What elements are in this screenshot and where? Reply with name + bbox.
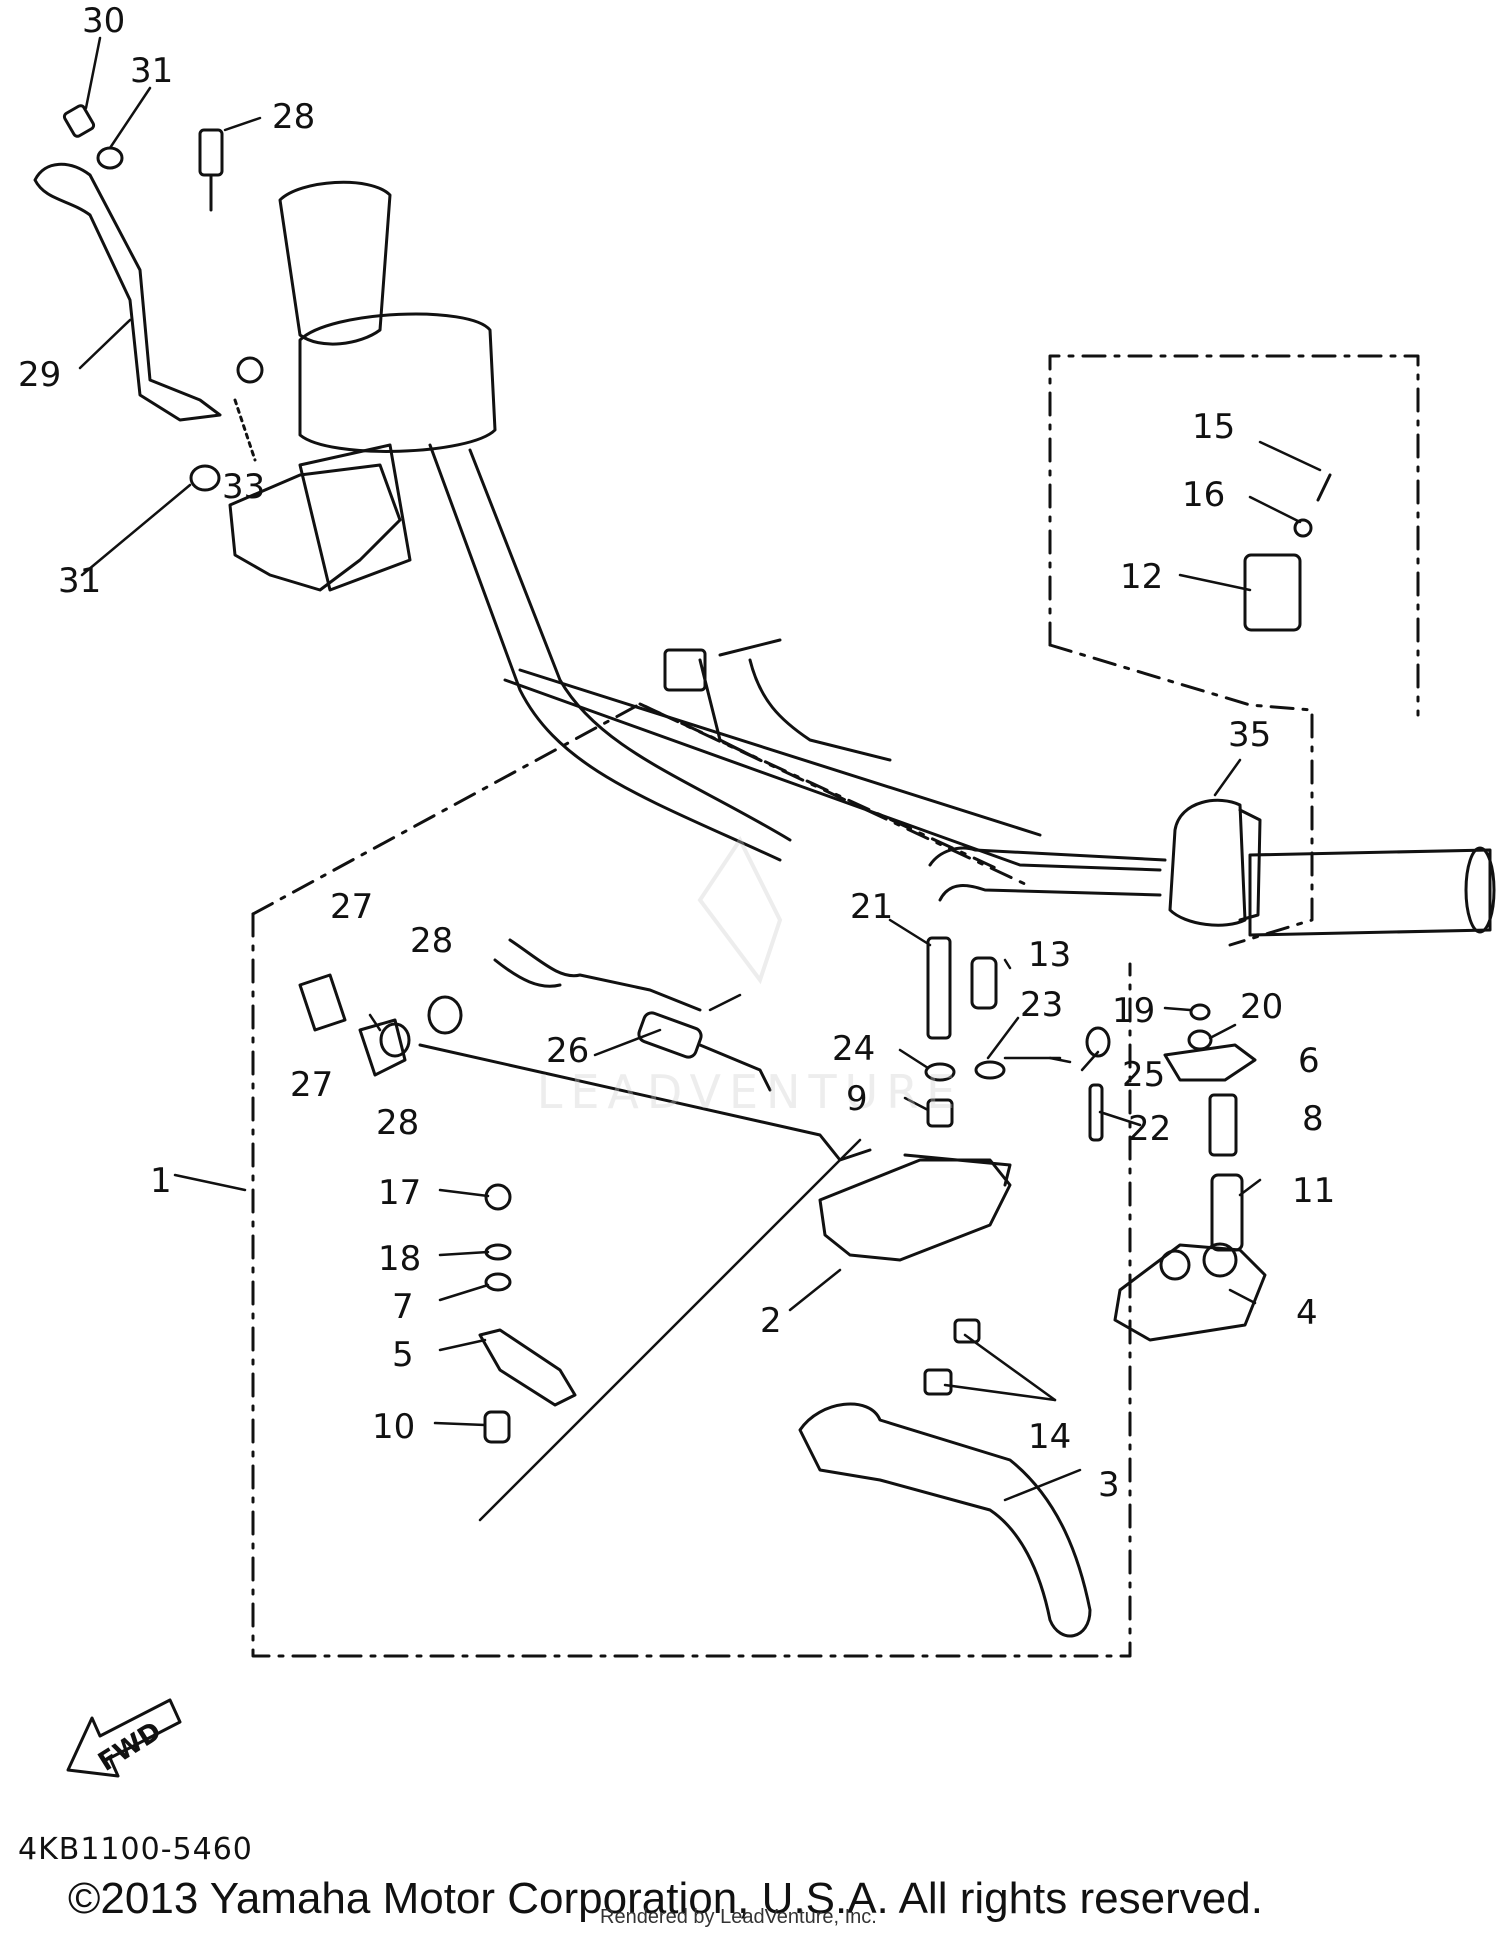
callout-27-top: 27 — [330, 887, 374, 927]
cable-adjusters — [298, 973, 463, 1077]
callout-14: 14 — [1028, 1417, 1072, 1457]
clutch-lever-assembly — [33, 104, 412, 592]
start-switch-assembly — [1168, 473, 1332, 927]
callout-20: 20 — [1240, 987, 1284, 1027]
callout-8: 8 — [1302, 1099, 1324, 1139]
callout-10: 10 — [372, 1407, 416, 1447]
callout-28-bottom: 28 — [376, 1103, 420, 1143]
handlebar — [278, 180, 1496, 937]
callout-9: 9 — [846, 1079, 868, 1119]
callout-22: 22 — [1128, 1109, 1172, 1149]
callout-2: 2 — [760, 1301, 782, 1341]
callout-13: 13 — [1028, 935, 1072, 975]
callout-4: 4 — [1296, 1293, 1318, 1333]
callout-18: 18 — [378, 1239, 422, 1279]
svg-text:LEADVENTURE: LEADVENTURE — [537, 1065, 964, 1119]
callout-26: 26 — [546, 1031, 590, 1071]
callout-28-top: 28 — [410, 921, 454, 961]
assembly-outline-main — [251, 702, 1132, 1658]
callout-21: 21 — [850, 887, 894, 927]
copyright-notice: ©2013 Yamaha Motor Corporation, U.S.A. A… — [68, 1874, 1263, 1923]
callout-30: 28 — [272, 97, 316, 137]
watermark: LEADVENTURE — [537, 836, 964, 1119]
callout-16: 16 — [1182, 475, 1226, 515]
callout-17: 17 — [378, 1173, 422, 1213]
callout-5: 5 — [392, 1335, 414, 1375]
callout-12: 12 — [1120, 557, 1164, 597]
leader-lines — [78, 36, 1322, 1522]
callout-25: 25 — [1122, 1055, 1166, 1095]
diagram-code: 4KB1100-5460 — [18, 1832, 253, 1867]
callout-23: 23 — [1020, 985, 1064, 1025]
rendered-by-notice: Rendered by LeadVenture, Inc. — [600, 1906, 877, 1928]
callout-29: 29 — [18, 355, 62, 395]
callout-31: 31 — [58, 561, 102, 601]
callout-7: 7 — [392, 1287, 414, 1327]
brake-lever-assembly — [798, 1153, 1267, 1638]
callout-6: 6 — [1298, 1041, 1320, 1081]
wire-harness — [418, 638, 892, 1162]
assembly-outline-switch — [1048, 354, 1420, 947]
callout-34: 33 — [222, 467, 266, 507]
callout-32: 30 — [82, 1, 126, 41]
callout-27-bottom: 27 — [290, 1065, 334, 1105]
fwd-arrow — [66, 1698, 182, 1778]
callout-33: 31 — [130, 51, 174, 91]
callout-11: 11 — [1292, 1171, 1336, 1211]
callout-35: 35 — [1228, 715, 1272, 755]
callout-1: 1 — [150, 1161, 172, 1201]
hardware — [478, 936, 1257, 1444]
callout-24: 24 — [832, 1029, 876, 1069]
callout-3: 3 — [1098, 1465, 1120, 1505]
callout-15: 15 — [1192, 407, 1236, 447]
callout-19: 19 — [1112, 991, 1156, 1031]
